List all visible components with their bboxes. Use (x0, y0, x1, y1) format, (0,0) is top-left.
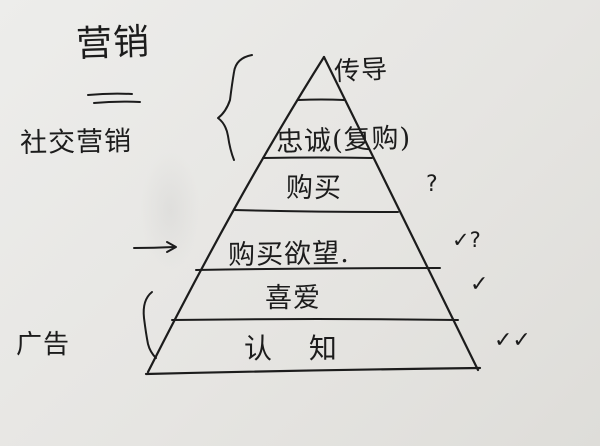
pyramid-base (144, 366, 482, 376)
title-underline-1 (87, 92, 133, 96)
level-line-1 (297, 98, 345, 101)
level-mark: ? (426, 172, 438, 197)
level-label: 购买 (286, 173, 342, 204)
level-line-5 (171, 318, 459, 321)
arrow-shaft (133, 246, 175, 249)
side-label: 社交营销 (19, 126, 133, 159)
level-label: 喜爱 (265, 283, 321, 314)
level-label: 认 知 (244, 332, 351, 365)
pyramid-right-edge (322, 55, 480, 372)
level-mark: ✓✓ (494, 328, 531, 353)
arrow-head (166, 241, 177, 253)
pyramid-left-edge (146, 55, 326, 374)
level-line-2 (262, 156, 373, 159)
top-brace (217, 54, 253, 161)
level-line-4 (195, 267, 441, 271)
title-underline-2 (93, 100, 141, 104)
level-mark: ✓? (452, 228, 481, 252)
level-line-3 (233, 209, 399, 213)
level-label: 传导 (333, 54, 389, 88)
ad-label: 广告 (16, 330, 71, 360)
level-label: 忠诚(复购) (275, 122, 412, 159)
level-mark: ✓ (470, 272, 489, 297)
bottom-brace (142, 291, 157, 359)
title-text: 营销 (75, 21, 151, 66)
level-label: 购买欲望. (227, 237, 350, 272)
